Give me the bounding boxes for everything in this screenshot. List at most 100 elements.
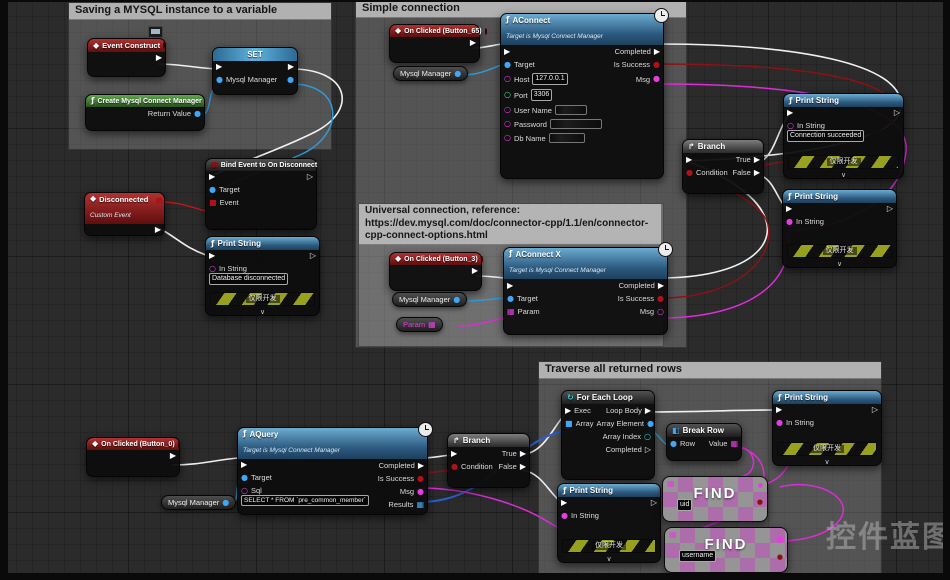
exec-in-pin[interactable]: ▶: [565, 405, 572, 415]
user-name-value[interactable]: [554, 105, 587, 116]
true-pin[interactable]: ▶: [753, 154, 760, 164]
chevron-down-icon[interactable]: ∨: [606, 556, 612, 563]
msg-pin[interactable]: ○: [657, 306, 664, 316]
key-pin[interactable]: ○: [667, 500, 674, 508]
in-string-value[interactable]: Connection succeeded: [787, 130, 865, 143]
node-aconnect[interactable]: ƒ AConnect Target is Mysql Connect Manag…: [500, 8, 669, 179]
array-element-pin[interactable]: ●: [647, 418, 654, 428]
node-map-find-uid[interactable]: FIND ▦ ○ uid ● ●: [662, 476, 768, 522]
exec-out-pin[interactable]: ▷: [893, 108, 900, 117]
return-value-pin[interactable]: ●: [194, 108, 201, 118]
in-string-value[interactable]: Database disconnected: [209, 273, 289, 286]
map-out-pin[interactable]: ▦: [428, 319, 436, 329]
array-index-pin[interactable]: ○: [644, 431, 651, 441]
node-aquery[interactable]: ƒ AQuery Target is Mysql Connect Manager…: [237, 422, 433, 515]
is-success-pin[interactable]: ●: [657, 293, 664, 303]
exec-out-pin[interactable]: ▶: [471, 266, 478, 275]
password-pin[interactable]: ○: [504, 119, 511, 129]
completed-pin[interactable]: ▶: [653, 46, 660, 56]
param-pin[interactable]: ▦: [507, 306, 515, 316]
var-get-mysql-manager-2[interactable]: Mysql Manager ●: [392, 292, 468, 307]
condition-pin[interactable]: ●: [451, 461, 458, 471]
exec-out-pin[interactable]: ▷: [309, 251, 316, 260]
key-value[interactable]: uid: [677, 499, 693, 512]
node-print-string-fail[interactable]: ƒ Print String ▶ ▷ ● In String 仅限开发 ∨: [782, 189, 897, 268]
condition-pin[interactable]: ●: [686, 167, 693, 177]
msg-pin[interactable]: ●: [653, 74, 660, 84]
db-name-pin[interactable]: ○: [504, 133, 511, 143]
exec-in-pin[interactable]: ▶: [209, 251, 216, 260]
exec-in-pin[interactable]: ▶: [776, 405, 783, 414]
target-pin[interactable]: ●: [209, 184, 216, 194]
exec-in-pin[interactable]: ▶: [241, 460, 248, 469]
node-break-row[interactable]: ◧ Break Row ● Row Value ▦: [666, 423, 742, 461]
node-create-mysql-connect-manager[interactable]: ƒ Create Mysql Connect Manager Return Va…: [85, 94, 205, 131]
node-print-string-disconnected[interactable]: ƒ Print String ▶ ▷ ○ In String Database …: [205, 236, 320, 316]
node-aconnect-x[interactable]: ƒ AConnect X Target is Mysql Connect Man…: [503, 242, 673, 335]
msg-pin[interactable]: ●: [417, 486, 424, 496]
exec-out-pin[interactable]: ▶: [469, 38, 476, 47]
exec-in-pin[interactable]: ▶: [686, 154, 693, 164]
exec-out-pin[interactable]: ▶: [154, 225, 161, 234]
user-name-pin[interactable]: ○: [504, 105, 511, 115]
comment-header[interactable]: Traverse all returned rows: [539, 362, 881, 379]
port-pin[interactable]: ○: [504, 90, 511, 100]
event-pin[interactable]: ■: [209, 197, 217, 207]
exec-out-pin[interactable]: ▷: [886, 204, 893, 213]
node-branch-bottom[interactable]: ↱ Branch ▶ True ▶ ● Condition False ▶: [447, 433, 530, 488]
host-value[interactable]: 127.0.0.1: [532, 73, 568, 86]
target-pin[interactable]: ●: [504, 59, 511, 69]
var-get-mysql-manager-3[interactable]: Mysql Manager ●: [161, 495, 237, 510]
in-string-pin[interactable]: ○: [787, 120, 794, 130]
exec-in-pin[interactable]: ▶: [787, 108, 794, 117]
db-name-value[interactable]: [548, 133, 585, 144]
comment-header[interactable]: Universal connection, reference: https:/…: [359, 204, 661, 245]
in-string-pin[interactable]: ●: [561, 510, 568, 520]
node-disconnected-custom-event[interactable]: ◆ Disconnected Custom Event ■ ▶: [84, 192, 165, 236]
target-pin[interactable]: ●: [507, 293, 514, 303]
var-get-param[interactable]: Param ▦: [396, 317, 443, 332]
key-value[interactable]: username: [679, 550, 717, 563]
var-get-mysql-manager[interactable]: Mysql Manager ●: [393, 66, 469, 81]
node-event-construct[interactable]: ◆ Event Construct ▶: [87, 38, 166, 77]
password-value[interactable]: [549, 119, 602, 130]
exec-in-pin[interactable]: ▶: [786, 204, 793, 213]
sql-value[interactable]: SELECT * FROM `pre_common_member`: [241, 495, 369, 507]
exec-in-pin[interactable]: ▶: [209, 172, 216, 181]
node-branch-top[interactable]: ↱ Branch ▶ True ▶ ● Condition False ▶: [682, 139, 764, 194]
sql-pin[interactable]: ○: [241, 485, 248, 495]
found-out-pin[interactable]: ●: [756, 498, 763, 506]
value-out-pin[interactable]: ●: [776, 535, 784, 545]
object-out-pin[interactable]: ●: [222, 497, 230, 507]
object-out-pin[interactable]: ●: [454, 68, 462, 78]
comment-header[interactable]: Saving a MYSQL instance to a variable: [69, 3, 331, 20]
is-success-pin[interactable]: ●: [653, 59, 660, 69]
node-on-clicked-button-65[interactable]: ◆ On Clicked (Button_65) ▶: [389, 24, 487, 63]
chevron-down-icon[interactable]: ∨: [259, 309, 266, 316]
node-set-mysql-manager[interactable]: SET ▶ ▶ ● Mysql Manager ●: [212, 47, 298, 95]
is-success-pin[interactable]: ●: [417, 473, 424, 483]
node-map-find-username[interactable]: FIND ▦ ○ username ● ●: [664, 527, 788, 573]
key-pin[interactable]: ○: [669, 551, 676, 559]
exec-out-pin[interactable]: ▶: [287, 62, 294, 71]
array-pin[interactable]: ■: [565, 418, 573, 428]
row-pin[interactable]: ●: [670, 438, 677, 448]
in-string-pin[interactable]: ○: [209, 263, 216, 273]
value-out-pin[interactable]: ●: [757, 482, 763, 489]
delegate-pin[interactable]: ■: [155, 196, 163, 205]
completed-pin[interactable]: ▶: [417, 460, 424, 470]
results-pin[interactable]: ▦: [416, 499, 424, 509]
value-pin[interactable]: ▦: [730, 438, 738, 448]
exec-out-pin[interactable]: ▷: [871, 405, 878, 414]
node-bind-event-on-disconnect[interactable]: ⊞ Bind Event to On Disconnect ▶ ▷ ● Targ…: [205, 158, 317, 230]
target-pin[interactable]: ●: [241, 472, 248, 482]
false-pin[interactable]: ▶: [753, 167, 760, 177]
map-in-pin[interactable]: ▦: [669, 530, 677, 539]
exec-out-pin[interactable]: ▷: [650, 498, 657, 507]
exec-in-pin[interactable]: ▶: [507, 280, 514, 290]
in-string-pin[interactable]: ●: [776, 417, 783, 427]
object-out-pin[interactable]: ●: [453, 294, 461, 304]
port-value[interactable]: 3306: [530, 89, 553, 102]
found-out-pin[interactable]: ●: [776, 553, 783, 561]
